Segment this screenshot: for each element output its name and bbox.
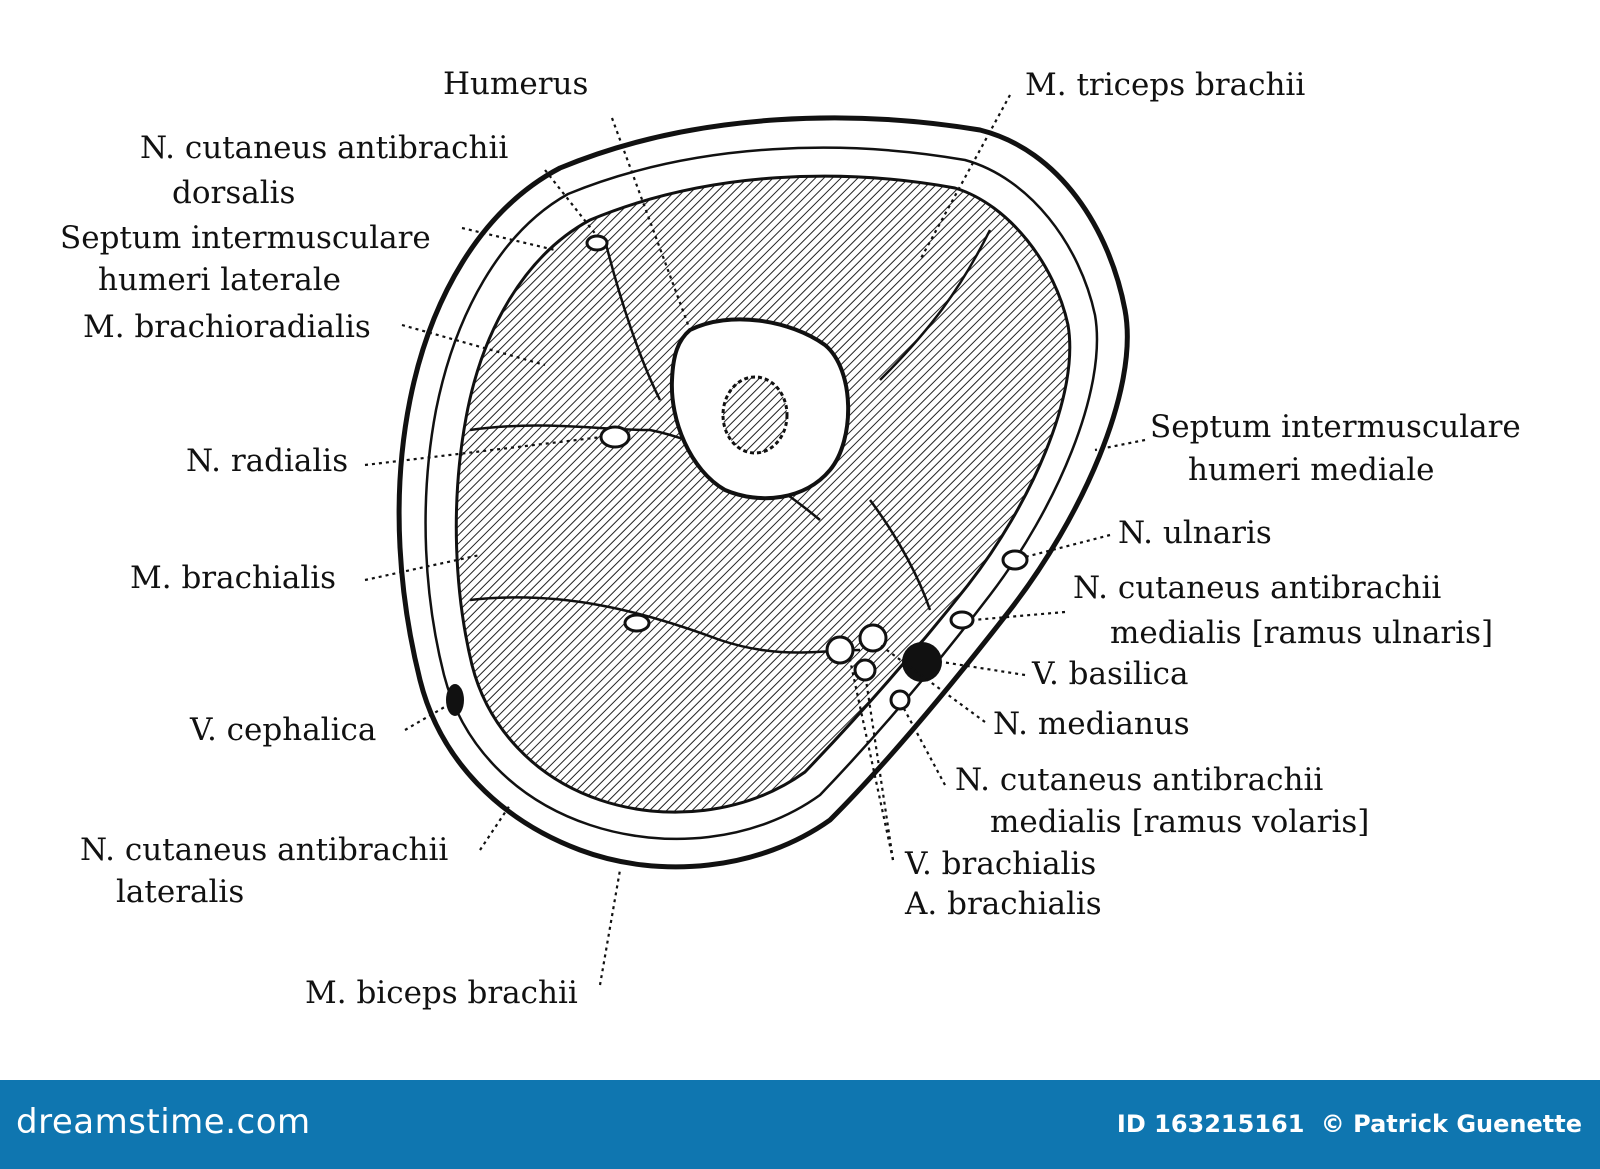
n-ulnaris-mark bbox=[1001, 549, 1029, 571]
v-basilica-mark bbox=[902, 642, 942, 682]
copyright-author: © Patrick Guenette bbox=[1320, 1110, 1582, 1138]
watermark-footer-bar: dreamstime.com ID 163215161 © Patrick Gu… bbox=[0, 1080, 1600, 1169]
label-septum-med-1: Septum intermusculare bbox=[1150, 409, 1521, 445]
septum-mark bbox=[623, 613, 651, 633]
a-brachialis-mark bbox=[825, 635, 855, 665]
v-brachialis-mark bbox=[853, 658, 877, 682]
cut-med-vol-mark bbox=[889, 689, 911, 711]
label-cut-med-uln-2: medialis [ramus ulnaris] bbox=[1110, 615, 1493, 651]
label-biceps: M. biceps brachii bbox=[305, 975, 578, 1011]
label-septum-lat-2: humeri laterale bbox=[98, 262, 341, 298]
label-cut-lat-1: N. cutaneus antibrachii bbox=[80, 832, 448, 868]
label-cephalica: V. cephalica bbox=[189, 712, 376, 748]
marrow bbox=[721, 375, 789, 455]
label-humerus: Humerus bbox=[443, 66, 588, 102]
brand-logo-text[interactable]: dreamstime.com bbox=[16, 1102, 311, 1142]
n-medianus-mark bbox=[858, 623, 888, 653]
label-radialis: N. radialis bbox=[186, 443, 348, 479]
leader-lines bbox=[364, 94, 1146, 986]
label-v-brachialis: V. brachialis bbox=[904, 846, 1096, 882]
label-septum-lat-1: Septum intermusculare bbox=[60, 220, 431, 256]
fascia-ring bbox=[424, 146, 1099, 841]
image-credit: ID 163215161 © Patrick Guenette bbox=[1109, 1110, 1582, 1138]
label-medianus: N. medianus bbox=[993, 706, 1190, 742]
label-a-brachialis: A. brachialis bbox=[904, 886, 1102, 922]
n-cutaneus-dorsalis-mark bbox=[585, 234, 609, 252]
cut-med-uln-mark bbox=[949, 610, 975, 630]
label-cut-med-vol-2: medialis [ramus volaris] bbox=[990, 804, 1369, 840]
label-basilica: V. basilica bbox=[1031, 656, 1189, 692]
label-septum-med-2: humeri mediale bbox=[1188, 452, 1435, 488]
label-cut-dorsalis-2: dorsalis bbox=[172, 175, 295, 211]
septum-lines bbox=[469, 229, 992, 654]
label-brachialis-m: M. brachialis bbox=[130, 560, 336, 596]
label-ulnaris: N. ulnaris bbox=[1118, 515, 1272, 551]
label-cut-lat-2: lateralis bbox=[116, 874, 244, 910]
label-brachioradialis: M. brachioradialis bbox=[83, 309, 371, 345]
n-radialis-mark bbox=[599, 425, 631, 449]
arm-cross-section-diagram: Humerus M. triceps brachii N. cutaneus a… bbox=[60, 66, 1521, 1011]
image-id: ID 163215161 bbox=[1116, 1110, 1305, 1138]
label-cut-med-vol-1: N. cutaneus antibrachii bbox=[955, 762, 1323, 798]
v-cephalica-mark bbox=[446, 684, 464, 716]
label-cut-med-uln-1: N. cutaneus antibrachii bbox=[1073, 570, 1441, 606]
label-cut-dorsalis-1: N. cutaneus antibrachii bbox=[140, 130, 508, 166]
label-triceps: M. triceps brachii bbox=[1025, 67, 1305, 103]
